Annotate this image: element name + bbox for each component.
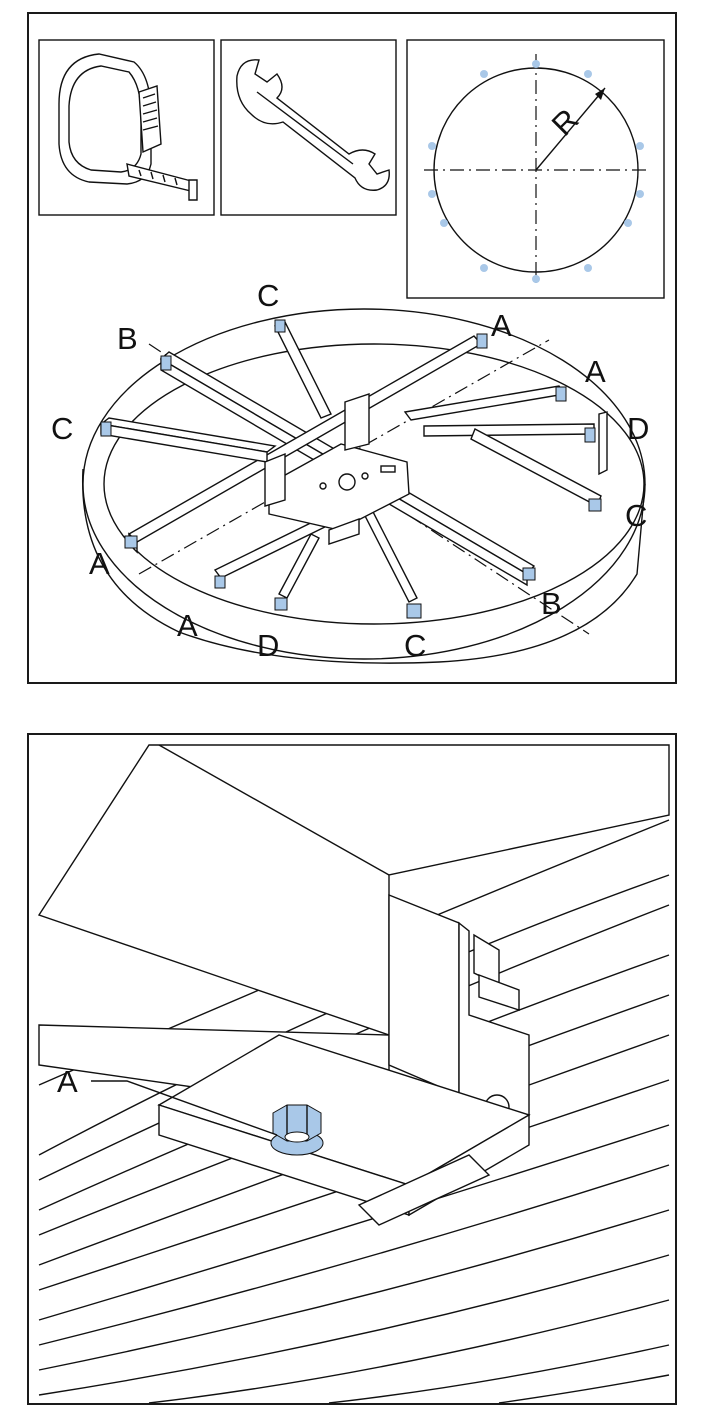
foot-detail-panel: A bbox=[27, 733, 677, 1405]
tape-measure-tool-box bbox=[38, 39, 215, 216]
label-a-bottom: A bbox=[177, 608, 198, 643]
bracket bbox=[388, 893, 530, 1120]
label-a-left: A bbox=[89, 546, 110, 581]
label-b-left: B bbox=[117, 321, 138, 356]
label-c-right: C bbox=[625, 498, 647, 533]
label-c-bottom: C bbox=[404, 628, 426, 663]
label-d-bottom: D bbox=[257, 628, 279, 663]
radius-layout-box: R bbox=[406, 39, 665, 299]
assembly-overview-panel: R bbox=[27, 12, 677, 684]
label-c-left: C bbox=[51, 411, 73, 446]
assembly-overview-drawing: R bbox=[38, 39, 665, 664]
label-a-right: A bbox=[585, 354, 606, 389]
label-a-top-right: A bbox=[491, 308, 512, 343]
anchor-points bbox=[428, 60, 644, 283]
label-b-bottom-right: B bbox=[541, 586, 562, 621]
mounting-feet bbox=[100, 319, 602, 619]
radius-line bbox=[535, 87, 606, 171]
foot-plate bbox=[157, 1034, 531, 1226]
radius-label: R bbox=[545, 102, 586, 143]
radius-arrow bbox=[595, 88, 605, 100]
label-a: A bbox=[57, 1064, 78, 1099]
wrench-tool-box bbox=[220, 39, 397, 216]
frame-assembly bbox=[81, 308, 646, 664]
tape-measure-icon bbox=[58, 53, 198, 201]
label-c-top: C bbox=[257, 278, 279, 313]
wrench-icon bbox=[236, 59, 390, 191]
label-d-right: D bbox=[627, 411, 649, 446]
foot-detail-drawing: A bbox=[37, 744, 670, 1403]
adjusting-nut bbox=[270, 1104, 324, 1156]
leader-line-a bbox=[91, 1080, 278, 1136]
